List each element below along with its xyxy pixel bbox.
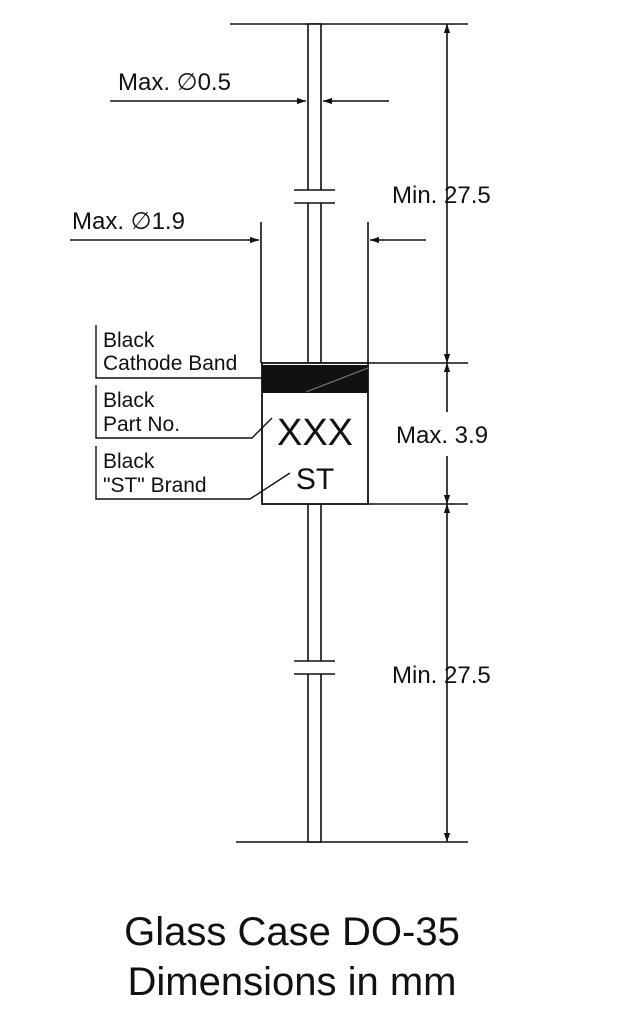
- body-brand-mark: ST: [296, 463, 334, 496]
- bottom-lead-length-label: Min. 27.5: [392, 662, 491, 689]
- top-lead-length-label: Min. 27.5: [392, 182, 491, 209]
- body-length-label: Max. 3.9: [396, 422, 488, 449]
- callouts: [95, 325, 291, 500]
- body-part-number-mark: XXX: [277, 412, 353, 454]
- cathode-band-callout-line1: Black: [103, 329, 155, 352]
- body-diameter-label: Max. ∅1.9: [72, 208, 185, 235]
- brand-callout-line2: "ST" Brand: [103, 474, 207, 497]
- part-no-callout-line2: Part No.: [103, 413, 180, 436]
- cathode-band-leader: [95, 325, 262, 379]
- brand-leader: [95, 446, 291, 500]
- part-no-leader: [95, 385, 273, 439]
- cathode-band-callout-line2: Cathode Band: [103, 352, 237, 375]
- caption-line-1: Glass Case DO-35: [124, 910, 460, 954]
- top-break-gap: [298, 190, 331, 203]
- bottom-break-gap: [298, 661, 331, 674]
- lead-diameter-label: Max. ∅0.5: [118, 69, 231, 96]
- cathode-band-highlight: [305, 367, 369, 393]
- brand-callout-line1: Black: [103, 450, 155, 473]
- part-no-callout-line1: Black: [103, 389, 155, 412]
- caption-line-2: Dimensions in mm: [128, 960, 457, 1004]
